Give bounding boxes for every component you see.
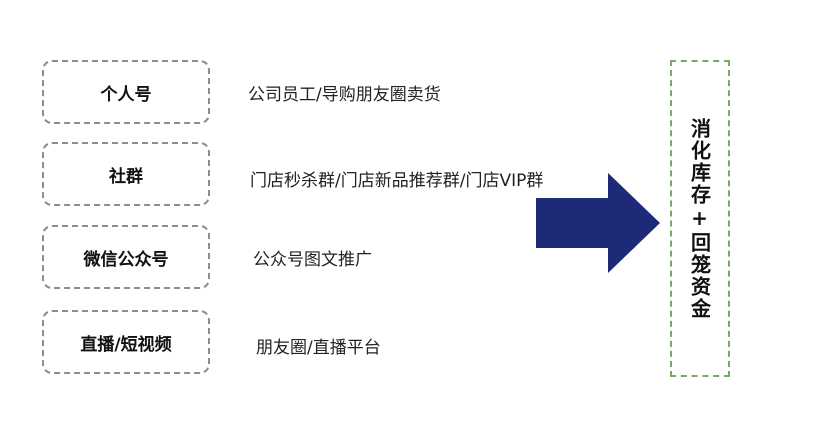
flow-arrow bbox=[536, 173, 660, 273]
channel-description: 门店秒杀群/门店新品推荐群/门店VIP群 bbox=[250, 171, 544, 191]
arrow-shape bbox=[536, 173, 660, 273]
outcome-label: 消化库存+回笼资金 bbox=[687, 117, 712, 320]
channel-box-wechat-official: 微信公众号 bbox=[42, 225, 210, 289]
channel-label: 个人号 bbox=[100, 84, 152, 105]
channel-label: 微信公众号 bbox=[83, 249, 169, 270]
channel-box-personal-account: 个人号 bbox=[42, 60, 210, 124]
channel-description: 朋友圈/直播平台 bbox=[256, 338, 381, 358]
channel-description: 公众号图文推广 bbox=[253, 250, 372, 270]
channel-label: 直播/短视频 bbox=[80, 334, 172, 355]
channel-box-community: 社群 bbox=[42, 142, 210, 206]
channel-label: 社群 bbox=[109, 166, 143, 187]
channel-box-live-short-video: 直播/短视频 bbox=[42, 310, 210, 374]
channel-description: 公司员工/导购朋友圈卖货 bbox=[248, 85, 441, 105]
outcome-box: 消化库存+回笼资金 bbox=[670, 60, 730, 377]
